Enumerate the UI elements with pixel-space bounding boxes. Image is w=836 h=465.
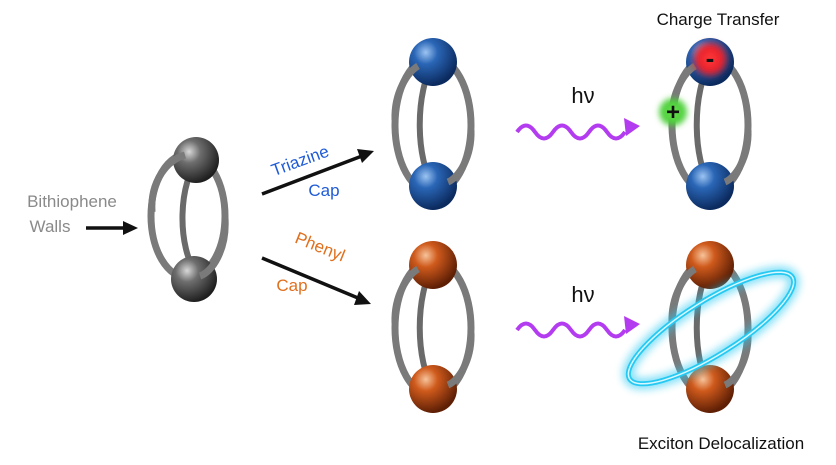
blue-cap-top (409, 38, 457, 86)
blue-cage-charge-transfer: - + (656, 38, 752, 210)
orange-cap-top (686, 241, 734, 289)
triazine-label-line2: Cap (308, 181, 339, 200)
negative-charge-glow (690, 39, 730, 79)
hv-label-top: hν (571, 83, 594, 108)
orange-cage-exciton (622, 241, 800, 413)
gray-cage (147, 137, 229, 302)
charge-transfer-label: Charge Transfer (657, 10, 780, 29)
orange-cap-top (409, 241, 457, 289)
gray-cap-top (173, 137, 219, 183)
right-arrow-icon (261, 149, 374, 196)
phenyl-label-line2: Cap (276, 276, 307, 295)
blue-cap-bottom (686, 162, 734, 210)
blue-cap-bottom (409, 162, 457, 210)
exciton-glow-ring (622, 266, 800, 390)
orange-cap-bottom (409, 365, 457, 413)
walls-label-line2: Walls (30, 217, 71, 236)
orange-cap-bottom (686, 365, 734, 413)
right-arrow-icon (261, 256, 371, 305)
orange-cage (391, 241, 475, 413)
phenyl-label-line1: Phenyl (292, 228, 347, 265)
blue-cage (391, 38, 475, 210)
wavy-photon-arrow-icon (515, 118, 640, 141)
triazine-label-line1: Triazine (269, 142, 332, 180)
walls-label-line1: Bithiophene (27, 192, 117, 211)
positive-charge-glow (656, 95, 690, 129)
exciton-delocalization-label: Exciton Delocalization (638, 434, 804, 453)
hv-label-bottom: hν (571, 282, 594, 307)
positive-charge-sign: + (666, 99, 680, 126)
negative-charge-sign: - (706, 43, 715, 73)
gray-cap-bottom (171, 256, 217, 302)
right-arrow-icon (86, 221, 138, 235)
wavy-photon-arrow-icon (515, 316, 640, 339)
